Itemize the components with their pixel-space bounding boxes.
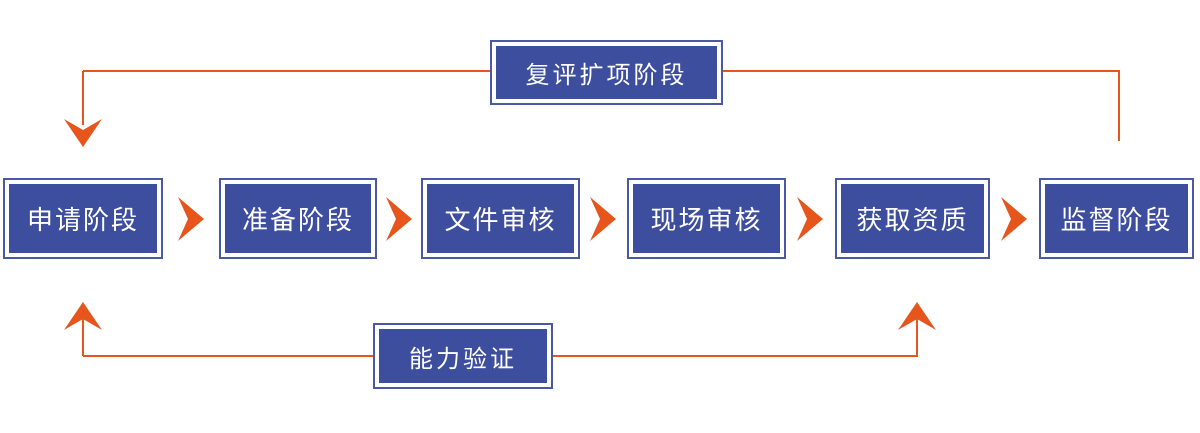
down-arrowhead-icon (64, 119, 102, 147)
flow-step-label: 准备阶段 (225, 184, 371, 253)
top-loop-box-reassessment: 复评扩项阶段 (490, 40, 723, 105)
bottom-loop-right-vertical-line (916, 318, 918, 356)
bottom-loop-box-proficiency-testing: 能力验证 (373, 323, 553, 389)
bottom-loop-left-vertical-line (82, 318, 84, 356)
right-chevron-icon (797, 197, 823, 241)
top-loop-left-vertical-line (82, 71, 84, 125)
flow-step-label: 获取资质 (841, 184, 984, 253)
right-chevron-icon (1001, 197, 1027, 241)
flow-step-label: 监督阶段 (1045, 184, 1188, 253)
flow-step-label: 申请阶段 (9, 184, 157, 253)
bottom-loop-label: 能力验证 (379, 329, 547, 383)
flow-step-obtain-qualification: 获取资质 (835, 178, 990, 259)
right-chevron-icon (386, 197, 412, 241)
flow-step-onsite-review: 现场审核 (627, 178, 786, 259)
right-chevron-icon (178, 197, 204, 241)
flow-step-supervision: 监督阶段 (1039, 178, 1194, 259)
right-chevron-icon (590, 197, 616, 241)
flow-step-label: 现场审核 (633, 184, 780, 253)
flow-step-application: 申请阶段 (3, 178, 163, 259)
flow-step-preparation: 准备阶段 (219, 178, 377, 259)
flow-step-document-review: 文件审核 (421, 178, 580, 259)
up-arrowhead-icon (64, 302, 102, 330)
flow-step-label: 文件审核 (427, 184, 574, 253)
top-loop-right-vertical-line (1118, 71, 1120, 141)
top-loop-label: 复评扩项阶段 (496, 46, 717, 99)
up-arrowhead-icon (898, 302, 936, 330)
